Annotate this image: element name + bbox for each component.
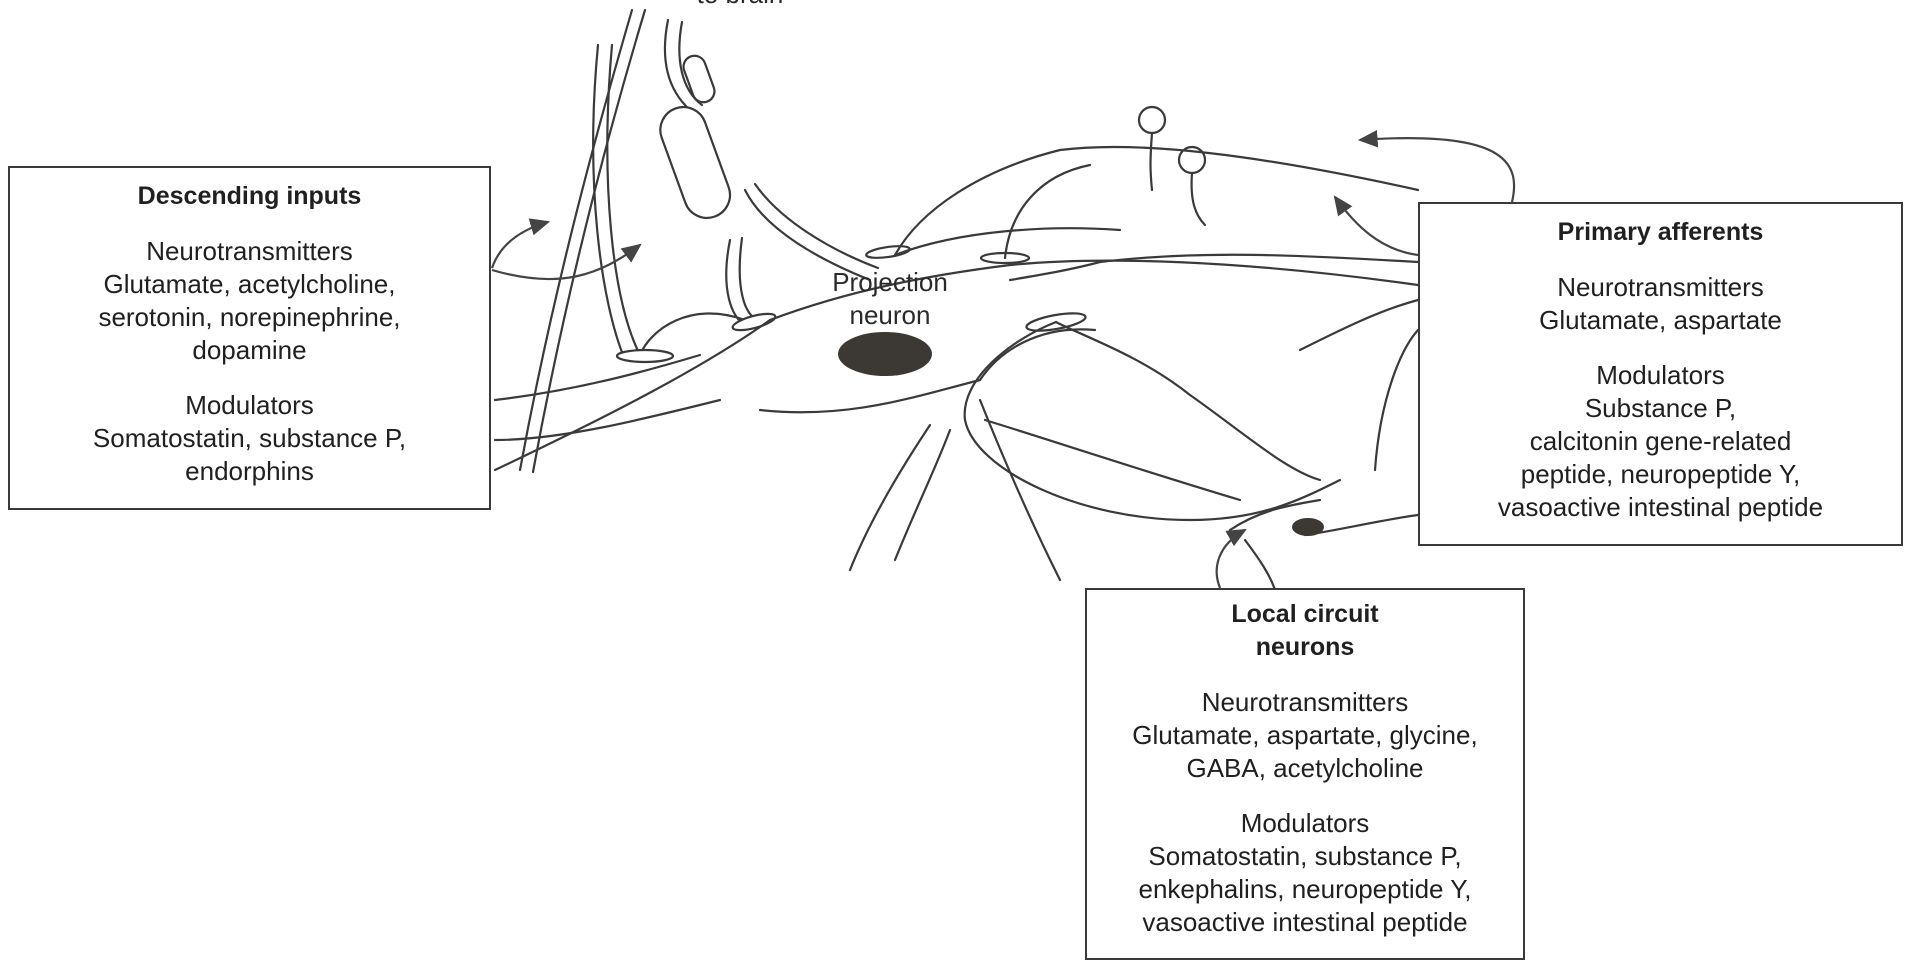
local-circuit-title: Local circuit neurons [1087, 598, 1523, 664]
descending-inputs-title: Descending inputs [10, 180, 489, 213]
local-modulators: Modulators Somatostatin, substance P, en… [1087, 807, 1523, 939]
synaptic-bouton [1139, 107, 1165, 133]
descending-nt-heading: Neurotransmitters [10, 235, 489, 268]
local-circuit-neurons-box: Local circuit neurons Neurotransmitters … [1085, 588, 1525, 960]
arrow-local [1217, 530, 1245, 588]
local-neuron-nucleus [1292, 518, 1324, 536]
terminal-tube-top [680, 53, 717, 106]
primary-nt-list: Glutamate, aspartate [1420, 304, 1901, 337]
primary-modulators: Modulators Substance P, calcitonin gene-… [1420, 359, 1901, 524]
projection-neuron-label: Projection neuron [800, 266, 980, 332]
descending-inputs-box: Descending inputs Neurotransmitters Glut… [8, 166, 491, 510]
arrow-primary-2 [1335, 197, 1418, 255]
primary-mod-heading: Modulators [1420, 359, 1901, 392]
arrow-descending-2 [492, 245, 640, 279]
local-circuit-neuron [965, 322, 1418, 590]
descending-modulators: Modulators Somatostatin, substance P, en… [10, 389, 489, 488]
local-neurotransmitters: Neurotransmitters Glutamate, aspartate, … [1087, 686, 1523, 785]
descending-mod-heading: Modulators [10, 389, 489, 422]
primary-afferents-title: Primary afferents [1420, 216, 1901, 249]
descending-mod-list: Somatostatin, substance P, endorphins [10, 422, 489, 488]
local-mod-list: Somatostatin, substance P, enkephalins, … [1087, 840, 1523, 939]
projection-neuron-nucleus [838, 332, 932, 376]
primary-mod-list: Substance P, calcitonin gene-related pep… [1420, 392, 1901, 524]
primary-afferents-box: Primary afferents Neurotransmitters Glut… [1418, 202, 1903, 546]
local-nt-heading: Neurotransmitters [1087, 686, 1523, 719]
arrow-descending-1 [492, 222, 548, 268]
primary-nt-heading: Neurotransmitters [1420, 271, 1901, 304]
terminal-tube [654, 101, 737, 225]
arrow-primary-1 [1360, 138, 1514, 202]
local-nt-list: Glutamate, aspartate, glycine, GABA, ace… [1087, 719, 1523, 785]
descending-neurotransmitters: Neurotransmitters Glutamate, acetylcholi… [10, 235, 489, 367]
to-brain-label: to brain [660, 0, 820, 11]
synaptic-bouton [617, 350, 673, 362]
local-mod-heading: Modulators [1087, 807, 1523, 840]
primary-neurotransmitters: Neurotransmitters Glutamate, aspartate [1420, 271, 1901, 337]
descending-nt-list: Glutamate, acetylcholine, serotonin, nor… [10, 268, 489, 367]
